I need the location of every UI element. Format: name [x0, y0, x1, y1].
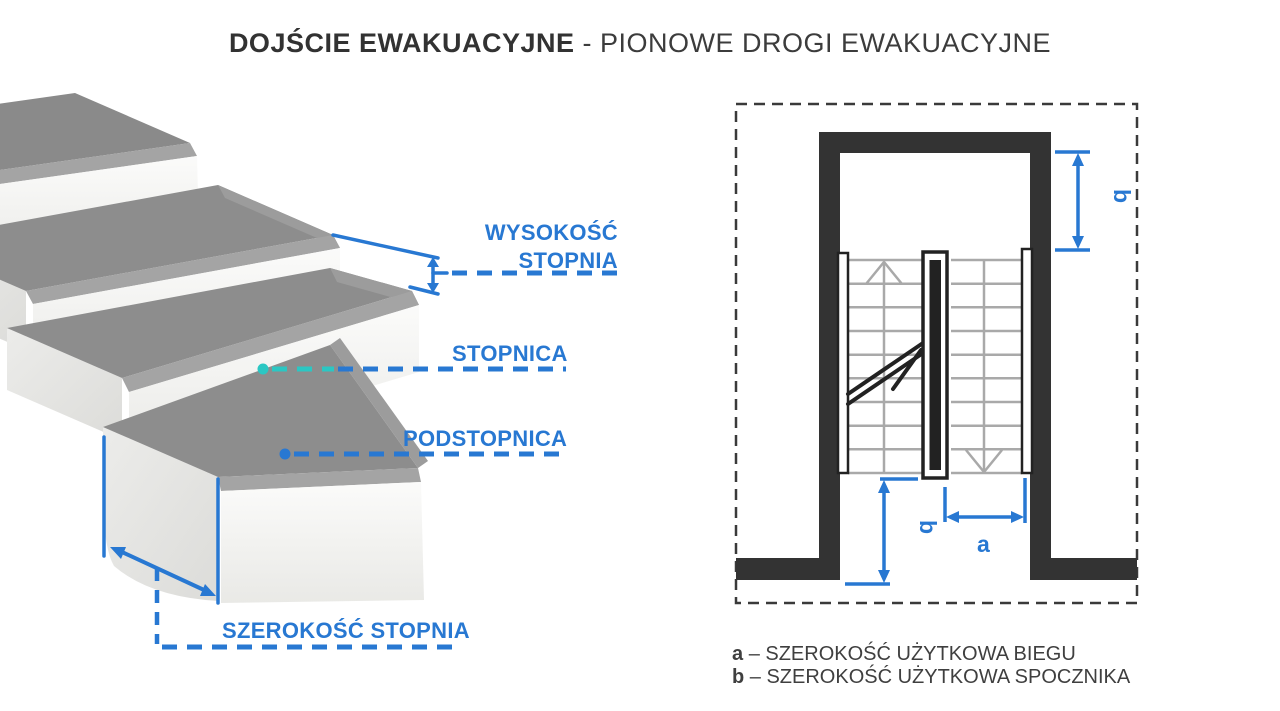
down-arrow-icon: [965, 449, 1003, 474]
step-width-label: SZEROKOŚĆ STOPNIA: [222, 618, 470, 643]
dim-b-bottom: [845, 477, 918, 586]
plan-walls: [736, 132, 1137, 580]
step-height-extension-bottom: [408, 285, 440, 296]
plan-left-stringer: [836, 251, 850, 475]
plan-right-stringer: [1020, 247, 1034, 475]
dim-b-top-label: b: [1109, 189, 1135, 203]
up-arrow-icon: [865, 260, 903, 285]
step-width-arrow-line: [120, 550, 206, 592]
stairwell-plan: b b a: [734, 102, 1139, 605]
page-title-bold: DOJŚCIE EWAKUACYJNE: [228, 28, 575, 58]
page-title: DOJŚCIE EWAKUACYJNE - PIONOWE DROGI EWAK…: [0, 28, 1280, 59]
stairs-3d-illustration: [0, 93, 428, 603]
tread-label: STOPNICA: [452, 341, 568, 366]
plan-dashed-border: [734, 102, 1139, 605]
plan-legend: a – SZEROKOŚĆ UŻYTKOWA BIEGU b – SZEROKO…: [732, 643, 1130, 689]
riser-label: PODSTOPNICA: [403, 426, 568, 451]
break-mark: [846, 341, 925, 406]
stairs-arrowheads-and-dots: [110, 257, 439, 596]
dim-b-bottom-label: b: [915, 520, 941, 534]
dim-a-label: a: [977, 531, 990, 557]
plan-centre-divider-core: [929, 260, 941, 470]
dim-a: [943, 478, 1027, 523]
step-height-extension-top: [331, 233, 440, 260]
legend-item-b: b – SZEROKOŚĆ UŻYTKOWA SPOCZNIKA: [732, 666, 1131, 688]
riser-dot: [279, 448, 291, 460]
legend-item-a: a – SZEROKOŚĆ UŻYTKOWA BIEGU: [732, 643, 1076, 665]
tread-dot: [257, 363, 269, 375]
step-height-label: WYSOKOŚĆ STOPNIA: [484, 220, 618, 273]
dim-b-top: [1055, 150, 1090, 252]
stairs-dimension-lines: [102, 233, 618, 650]
page-title-rest: - PIONOWE DROGI EWAKUACYJNE: [574, 28, 1052, 58]
